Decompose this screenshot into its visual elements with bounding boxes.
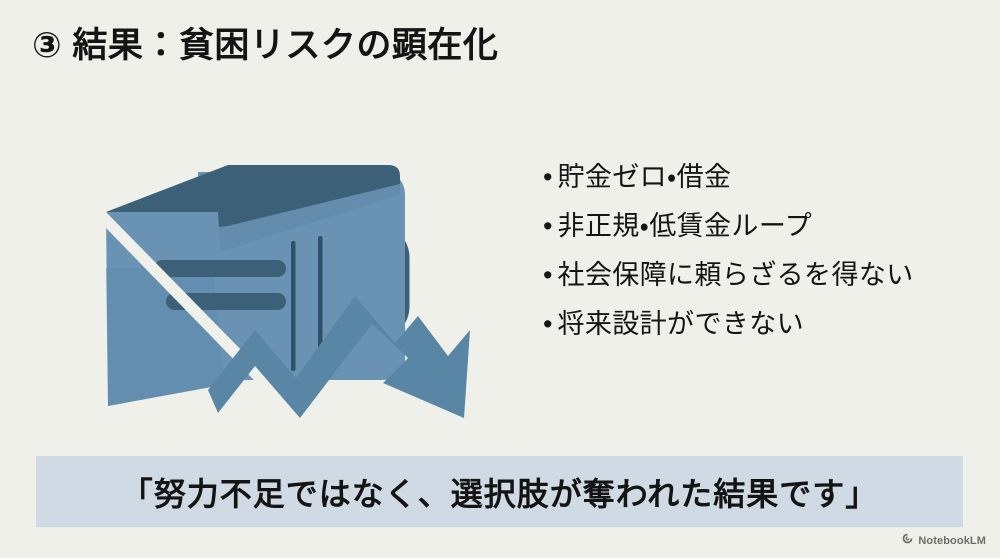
list-item-label: 将来設計ができない <box>557 308 805 339</box>
bullet-marker-icon: • <box>543 259 553 290</box>
quote-banner: 「努力不足ではなく、選択肢が奪われた結果です」 <box>36 456 963 527</box>
bullet-list: • 貯金ゼロ・借金 • 非正規・低賃金ループ • 社会保障に頼らざるを得ない •… <box>543 162 983 340</box>
bullet-marker-icon: • <box>543 210 553 241</box>
notebooklm-watermark-label: NotebookLM <box>918 535 986 547</box>
quote-banner-text: 「努力不足ではなく、選択肢が奪われた結果です」 <box>120 475 879 512</box>
wallet-decline-icon <box>104 165 470 418</box>
notebooklm-spiral-icon <box>901 532 914 550</box>
bullet-marker-icon: • <box>543 162 553 192</box>
list-item-label: 貯金ゼロ・借金 <box>557 162 732 192</box>
wallet-body <box>104 165 405 410</box>
bullet-marker-icon: • <box>543 308 553 339</box>
downward-trend-arrow <box>208 296 470 418</box>
wallet-decline-illustration <box>78 118 478 443</box>
notebooklm-watermark: NotebookLM <box>901 532 986 550</box>
list-item: • 社会保障に頼らざるを得ない <box>543 260 983 292</box>
page-title: ③ 結果：貧困リスクの顕在化 <box>32 26 499 65</box>
list-item: • 将来設計ができない <box>543 309 983 341</box>
list-item-label: 非正規・低賃金ループ <box>557 210 813 241</box>
list-item: • 非正規・低賃金ループ <box>543 211 983 243</box>
list-item: • 貯金ゼロ・借金 <box>543 162 983 194</box>
list-item-label: 社会保障に頼らざるを得ない <box>557 259 914 290</box>
